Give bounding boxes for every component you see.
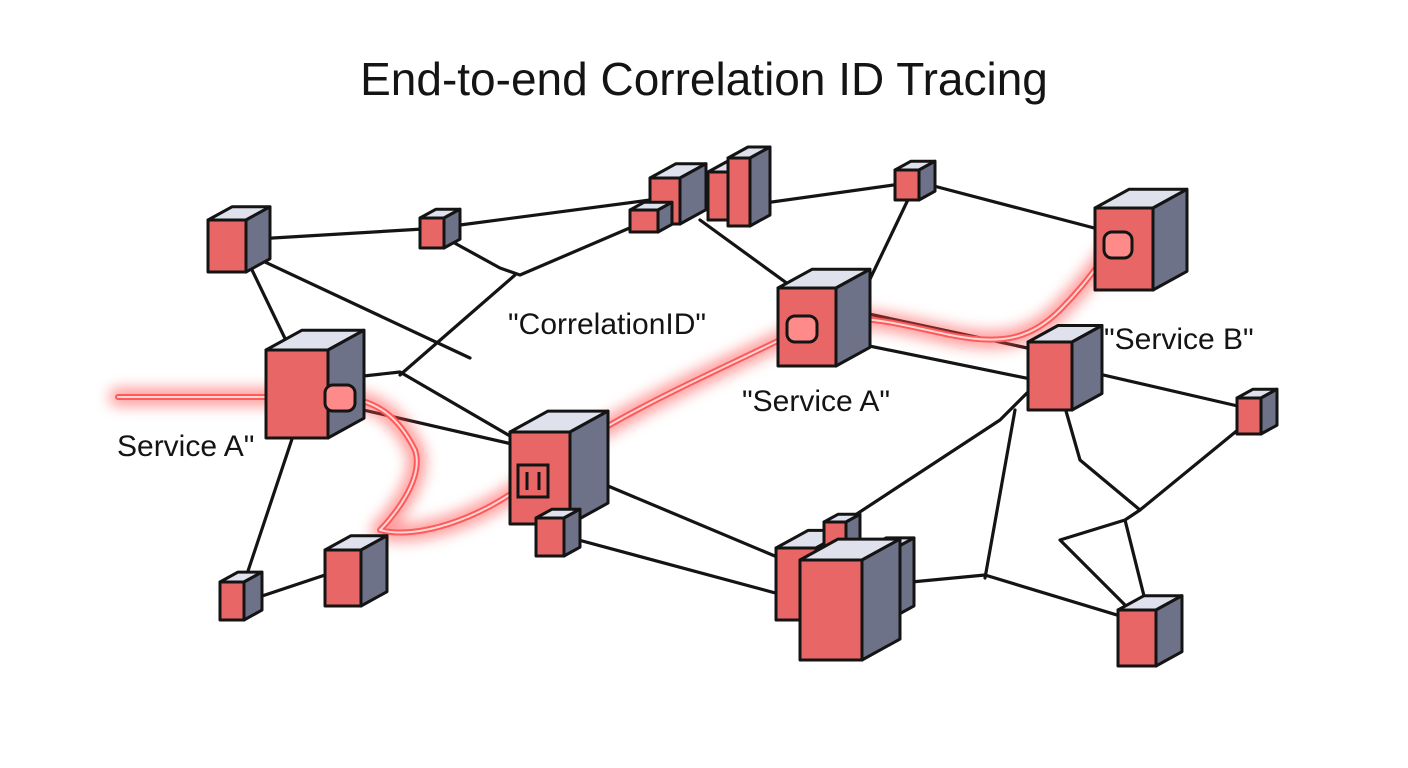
service-node-cube [893, 159, 937, 202]
port [785, 314, 819, 344]
label-correlation-id: "CorrelationID" [508, 308, 707, 341]
cube-face [860, 537, 902, 662]
cube-face [1151, 187, 1189, 292]
cube-face [562, 507, 582, 558]
port [1102, 230, 1134, 260]
cube-face [534, 516, 566, 558]
edge [878, 573, 1152, 627]
trace-core [117, 244, 1116, 534]
service-node-cube [628, 200, 674, 234]
edge [238, 226, 442, 242]
label-service-b: "Service B" [1104, 323, 1254, 356]
edge [248, 253, 472, 360]
cube-face [206, 218, 248, 274]
cube-face [218, 580, 246, 622]
id-marker-icon [516, 463, 550, 499]
cube-face [264, 348, 330, 440]
service-node-cube [1116, 594, 1184, 668]
cube-face [1070, 324, 1104, 412]
trace-ports [323, 230, 1134, 499]
cube-face [726, 156, 752, 228]
edge [748, 180, 917, 207]
edge [398, 273, 517, 377]
edge [838, 338, 1062, 387]
edge [438, 213, 662, 277]
cube-face [798, 558, 864, 662]
cube-face [1154, 594, 1184, 668]
label-service-a-left: Service A" [117, 430, 255, 463]
correlation-trace [109, 236, 1124, 542]
cube-face [1259, 387, 1279, 436]
edge [458, 198, 652, 227]
service-node-cube [218, 570, 264, 622]
cube-face [628, 208, 660, 234]
edge [1058, 508, 1142, 612]
cube-face [242, 570, 264, 622]
cube-face [1026, 340, 1074, 412]
service-node-cube [1235, 387, 1279, 436]
cube-face [893, 168, 921, 202]
cube-face [418, 216, 446, 250]
service-node-cube [508, 409, 610, 526]
service-node-cube [418, 207, 462, 250]
service-node-cube [798, 537, 902, 662]
cube-face [323, 548, 363, 608]
diagram-title: End-to-end Correlation ID Tracing [360, 53, 1048, 105]
service-node-cube [1026, 324, 1104, 412]
cube-face [442, 207, 462, 250]
cube-face [359, 534, 389, 608]
cube-face [748, 145, 772, 228]
cube-face [834, 267, 872, 368]
cube-face [1235, 396, 1263, 436]
service-nodes [206, 145, 1279, 668]
edge [1058, 388, 1252, 512]
port [323, 383, 357, 413]
cube-face [1116, 608, 1158, 668]
service-node-cube [1093, 187, 1189, 292]
edge [983, 408, 1017, 580]
service-node-cube [726, 145, 772, 228]
cube-face [244, 205, 272, 274]
cube-face [568, 409, 610, 526]
service-node-cube [206, 205, 272, 274]
service-node-cube [776, 267, 872, 368]
service-node-cube [323, 534, 389, 608]
cube-face [917, 159, 937, 202]
service-node-cube [534, 507, 582, 558]
label-service-a-center: "Service A" [742, 385, 891, 418]
